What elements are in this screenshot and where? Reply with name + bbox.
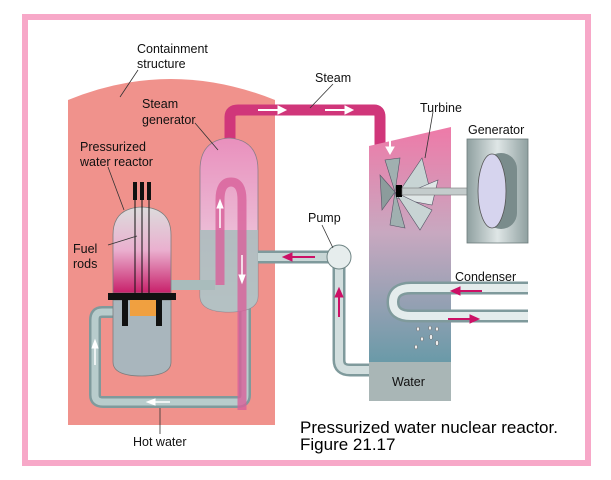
label-containment-2: structure	[137, 57, 186, 71]
steam-generator-tube	[215, 177, 247, 410]
steam-flow-arrows	[91, 105, 395, 406]
label-fuel-rods-2: rods	[73, 257, 97, 271]
label-steam-generator-2: generator	[142, 113, 196, 127]
label-pump: Pump	[308, 211, 341, 225]
condenser-water	[369, 362, 451, 401]
caption-figure-number: Figure 21.17	[300, 435, 395, 454]
label-steam: Steam	[315, 71, 351, 85]
water-flow-arrows	[281, 252, 482, 324]
pump	[326, 244, 352, 270]
fuel-core	[130, 300, 156, 316]
label-condenser: Condenser	[455, 270, 516, 284]
steam-pipe	[224, 104, 386, 150]
leader-lines	[107, 69, 434, 249]
caption-title: Pressurized water nuclear reactor.	[300, 418, 558, 437]
pink-frame	[22, 14, 591, 466]
condensate-drops	[414, 325, 439, 350]
label-turbine: Turbine	[420, 101, 462, 115]
label-fuel-rods: Fuel	[73, 242, 97, 256]
label-containment: Containment	[137, 42, 208, 56]
label-hot-water: Hot water	[133, 435, 187, 449]
label-reactor-2: water reactor	[79, 155, 153, 169]
label-water: Water	[392, 375, 425, 389]
return-pipe	[332, 265, 372, 377]
steam-generator-water	[200, 230, 258, 312]
label-generator: Generator	[468, 123, 524, 137]
label-steam-generator: Steam	[142, 97, 178, 111]
turbine-housing	[369, 127, 451, 362]
control-rods	[133, 182, 151, 300]
label-reactor: Pressurized	[80, 140, 146, 154]
